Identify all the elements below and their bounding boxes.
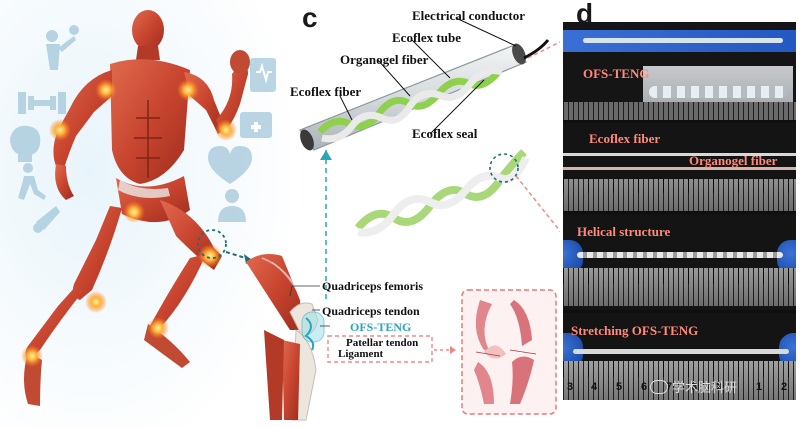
photo-label-helical-structure: Helical structure bbox=[577, 224, 671, 239]
label-patellar-tendon: Patellar tendon bbox=[346, 337, 419, 349]
basketball-player-icon bbox=[46, 25, 79, 70]
joint-highlights bbox=[21, 79, 237, 367]
photo-label-ecoflex-fiber: Ecoflex fiber bbox=[589, 131, 661, 146]
helical-fiber bbox=[354, 149, 530, 237]
photo-label-organogel-fiber: Organogel fiber bbox=[689, 153, 778, 168]
photo-ofs-teng: OFS-TENG bbox=[563, 22, 796, 120]
ruler-number: 7 bbox=[666, 381, 673, 393]
boxing-glove-icon bbox=[10, 125, 41, 162]
wechat-icon bbox=[650, 379, 668, 394]
running-person-icon bbox=[18, 163, 46, 200]
label-organogel-fiber: Organogel fiber bbox=[340, 52, 429, 67]
label-electrical-conductor: Electrical conductor bbox=[412, 8, 525, 23]
main-illustration bbox=[0, 0, 560, 427]
heart-monitor-icon bbox=[250, 58, 276, 92]
photo-stretching-ofs-teng: 3 4 5 6 7 8 9 1 2 Stretching OFS-TENG bbox=[563, 313, 796, 400]
watermark-text: 学术脑科研 bbox=[672, 381, 738, 396]
ofs-teng-device bbox=[299, 39, 550, 151]
label-ecoflex-fiber-c: Ecoflex fiber bbox=[290, 84, 362, 99]
knee-highlight-circle bbox=[197, 229, 227, 259]
ruler-number: 1 bbox=[756, 381, 763, 393]
ruler-number: 6 bbox=[641, 381, 648, 393]
label-ecoflex-seal: Ecoflex seal bbox=[412, 126, 478, 141]
dumbbell-icon bbox=[18, 92, 66, 114]
ruler-number: 5 bbox=[616, 381, 623, 393]
shuttlecock-icon bbox=[33, 206, 60, 233]
doctor-icon bbox=[218, 189, 246, 222]
photo-helical-structure: Helical structure bbox=[563, 214, 796, 310]
label-ligament: Ligament bbox=[338, 348, 384, 360]
photo-ecoflex-organogel: Ecoflex fiber Organogel fiber bbox=[563, 123, 796, 211]
label-quadriceps-femoris: Quadriceps femoris bbox=[322, 279, 423, 293]
torn-ligament-illustration bbox=[474, 300, 537, 404]
panel-d-photos: OFS-TENG Ecoflex fiber Organogel fiber H… bbox=[563, 22, 796, 400]
knee-anatomy bbox=[246, 254, 325, 421]
ruler-number: 9 bbox=[716, 381, 723, 393]
heartbeat-icon bbox=[208, 146, 252, 184]
ruler-number: 2 bbox=[781, 381, 788, 393]
photo-label-ofs-teng: OFS-TENG bbox=[583, 66, 650, 81]
ruler-number: 4 bbox=[591, 381, 598, 393]
panel-c-label: c bbox=[302, 2, 318, 33]
ruler-number: 8 bbox=[691, 381, 698, 393]
panel-d-label: d bbox=[576, 0, 594, 29]
watermark: 学术脑科研 bbox=[650, 377, 737, 396]
photo-label-stretching: Stretching OFS-TENG bbox=[571, 323, 699, 338]
label-ofs-teng-b: OFS-TENG bbox=[350, 320, 412, 334]
label-ecoflex-tube: Ecoflex tube bbox=[392, 30, 461, 45]
label-quadriceps-tendon: Quadriceps tendon bbox=[322, 304, 420, 318]
ruler-number: 3 bbox=[567, 381, 574, 393]
